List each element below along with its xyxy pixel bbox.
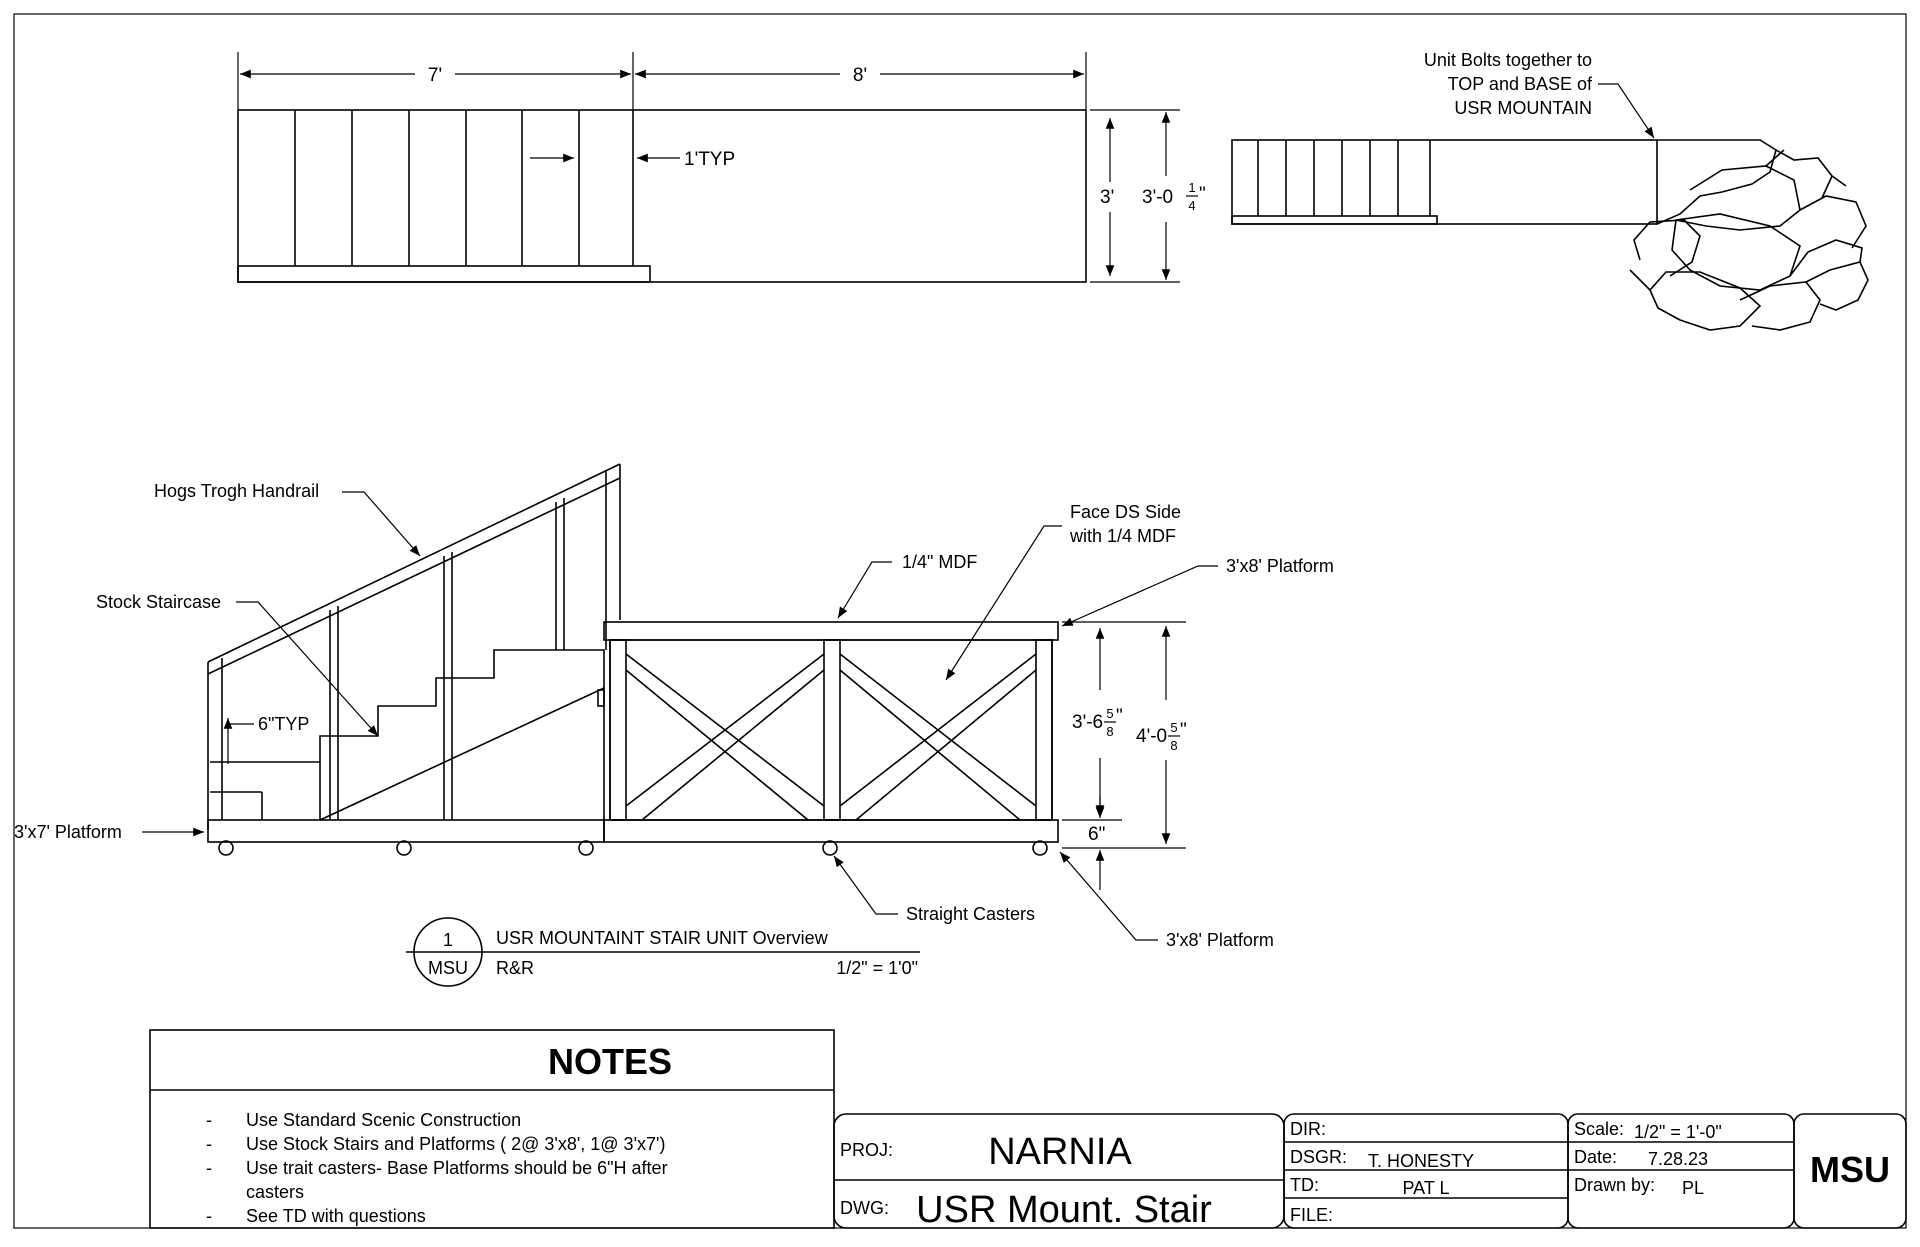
notes-box: NOTES - Use Standard Scenic Construction… [149,1029,835,1229]
dwg-label: DWG: [840,1198,889,1218]
callout-scale: 1/2" = 1'0" [836,958,918,978]
date-value: 7.28.23 [1648,1149,1708,1169]
svg-text:-: - [206,1206,212,1226]
note-item: Use Standard Scenic Construction [246,1110,521,1130]
label-quarter-mdf: 1/4" MDF [902,552,977,572]
note-item: casters [246,1182,304,1202]
scale-label: Scale: [1574,1119,1624,1139]
dim-6in: 6" [1088,824,1105,845]
bolt-note-line2: TOP and BASE of [1448,74,1593,94]
bolt-note-line1: Unit Bolts together to [1424,50,1592,70]
note-item: See TD with questions [246,1206,426,1226]
svg-text:-: - [206,1110,212,1130]
svg-text:5: 5 [1170,720,1177,735]
svg-text:8: 8 [1106,724,1113,739]
elevation-view: Hogs Trogh Handrail Stock Staircase 6"TY… [14,463,1334,950]
file-label: FILE: [1290,1205,1333,1225]
svg-text:-: - [206,1158,212,1178]
view-callout: 1 MSU USR MOUNTAINT STAIR UNIT Overview … [406,917,920,987]
dim-3ft-quarter: 3'-0 [1142,187,1173,208]
label-6in-typ: 6"TYP [258,714,309,734]
dim-8ft: 8' [853,65,867,86]
td-value: PAT L [1402,1178,1449,1198]
svg-text:-: - [206,1134,212,1154]
dwg-value: USR Mount. Stair [916,1189,1212,1231]
proj-value: NARNIA [988,1131,1132,1173]
note-item: Use trait casters- Base Platforms should… [246,1158,668,1178]
dim-4ft-0-5-8: 4'-0 [1136,726,1167,747]
callout-subtitle: R&R [496,958,534,978]
label-face-ds-line1: Face DS Side [1070,502,1181,522]
dim-3ft: 3' [1100,187,1114,208]
mountain-view: Unit Bolts together to TOP and BASE of U… [1231,50,1869,331]
dim-7ft: 7' [428,65,442,86]
svg-text:4: 4 [1188,198,1195,213]
proj-label: PROJ: [840,1140,893,1160]
label-3x8-platform-top: 3'x8' Platform [1226,556,1334,576]
dim-3ft-6-5-8: 3'-6 [1072,712,1103,733]
mountain-rocks [1629,139,1869,331]
label-3x7-platform: 3'x7' Platform [14,822,122,842]
svg-text:5: 5 [1106,706,1113,721]
dsgr-value: T. HONESTY [1368,1151,1474,1171]
dir-label: DIR: [1290,1119,1326,1139]
label-handrail: Hogs Trogh Handrail [154,481,319,501]
svg-text:": " [1180,720,1187,741]
td-label: TD: [1290,1175,1319,1195]
note-item: Use Stock Stairs and Platforms ( 2@ 3'x8… [246,1134,665,1154]
label-straight-casters: Straight Casters [906,904,1035,924]
svg-text:1: 1 [1188,180,1195,195]
drawn-label: Drawn by: [1574,1175,1655,1195]
bolt-note-line3: USR MOUNTAIN [1454,98,1592,118]
label-3x8-platform-bottom: 3'x8' Platform [1166,930,1274,950]
plan-view: 7' 8' 1'TYP 3' 3'-0 1 4 " [237,52,1206,283]
dim-1ft-typ: 1'TYP [684,149,735,170]
callout-number: 1 [443,930,453,950]
title-block: PROJ: NARNIA DWG: USR Mount. Stair DIR: … [833,1113,1907,1231]
dsgr-label: DSGR: [1290,1147,1347,1167]
callout-sheet: MSU [428,958,468,978]
sheet-border [13,13,1907,1229]
date-label: Date: [1574,1147,1617,1167]
label-stock-staircase: Stock Staircase [96,592,221,612]
notes-heading: NOTES [548,1041,672,1082]
scale-value: 1/2" = 1'-0" [1634,1122,1722,1142]
svg-text:": " [1116,706,1123,727]
drawn-value: PL [1682,1178,1704,1198]
svg-text:": " [1199,184,1206,205]
logo: MSU [1810,1149,1890,1190]
callout-title: USR MOUNTAINT STAIR UNIT Overview [496,928,829,948]
label-face-ds-line2: with 1/4 MDF [1069,526,1176,546]
svg-text:8: 8 [1170,738,1177,753]
